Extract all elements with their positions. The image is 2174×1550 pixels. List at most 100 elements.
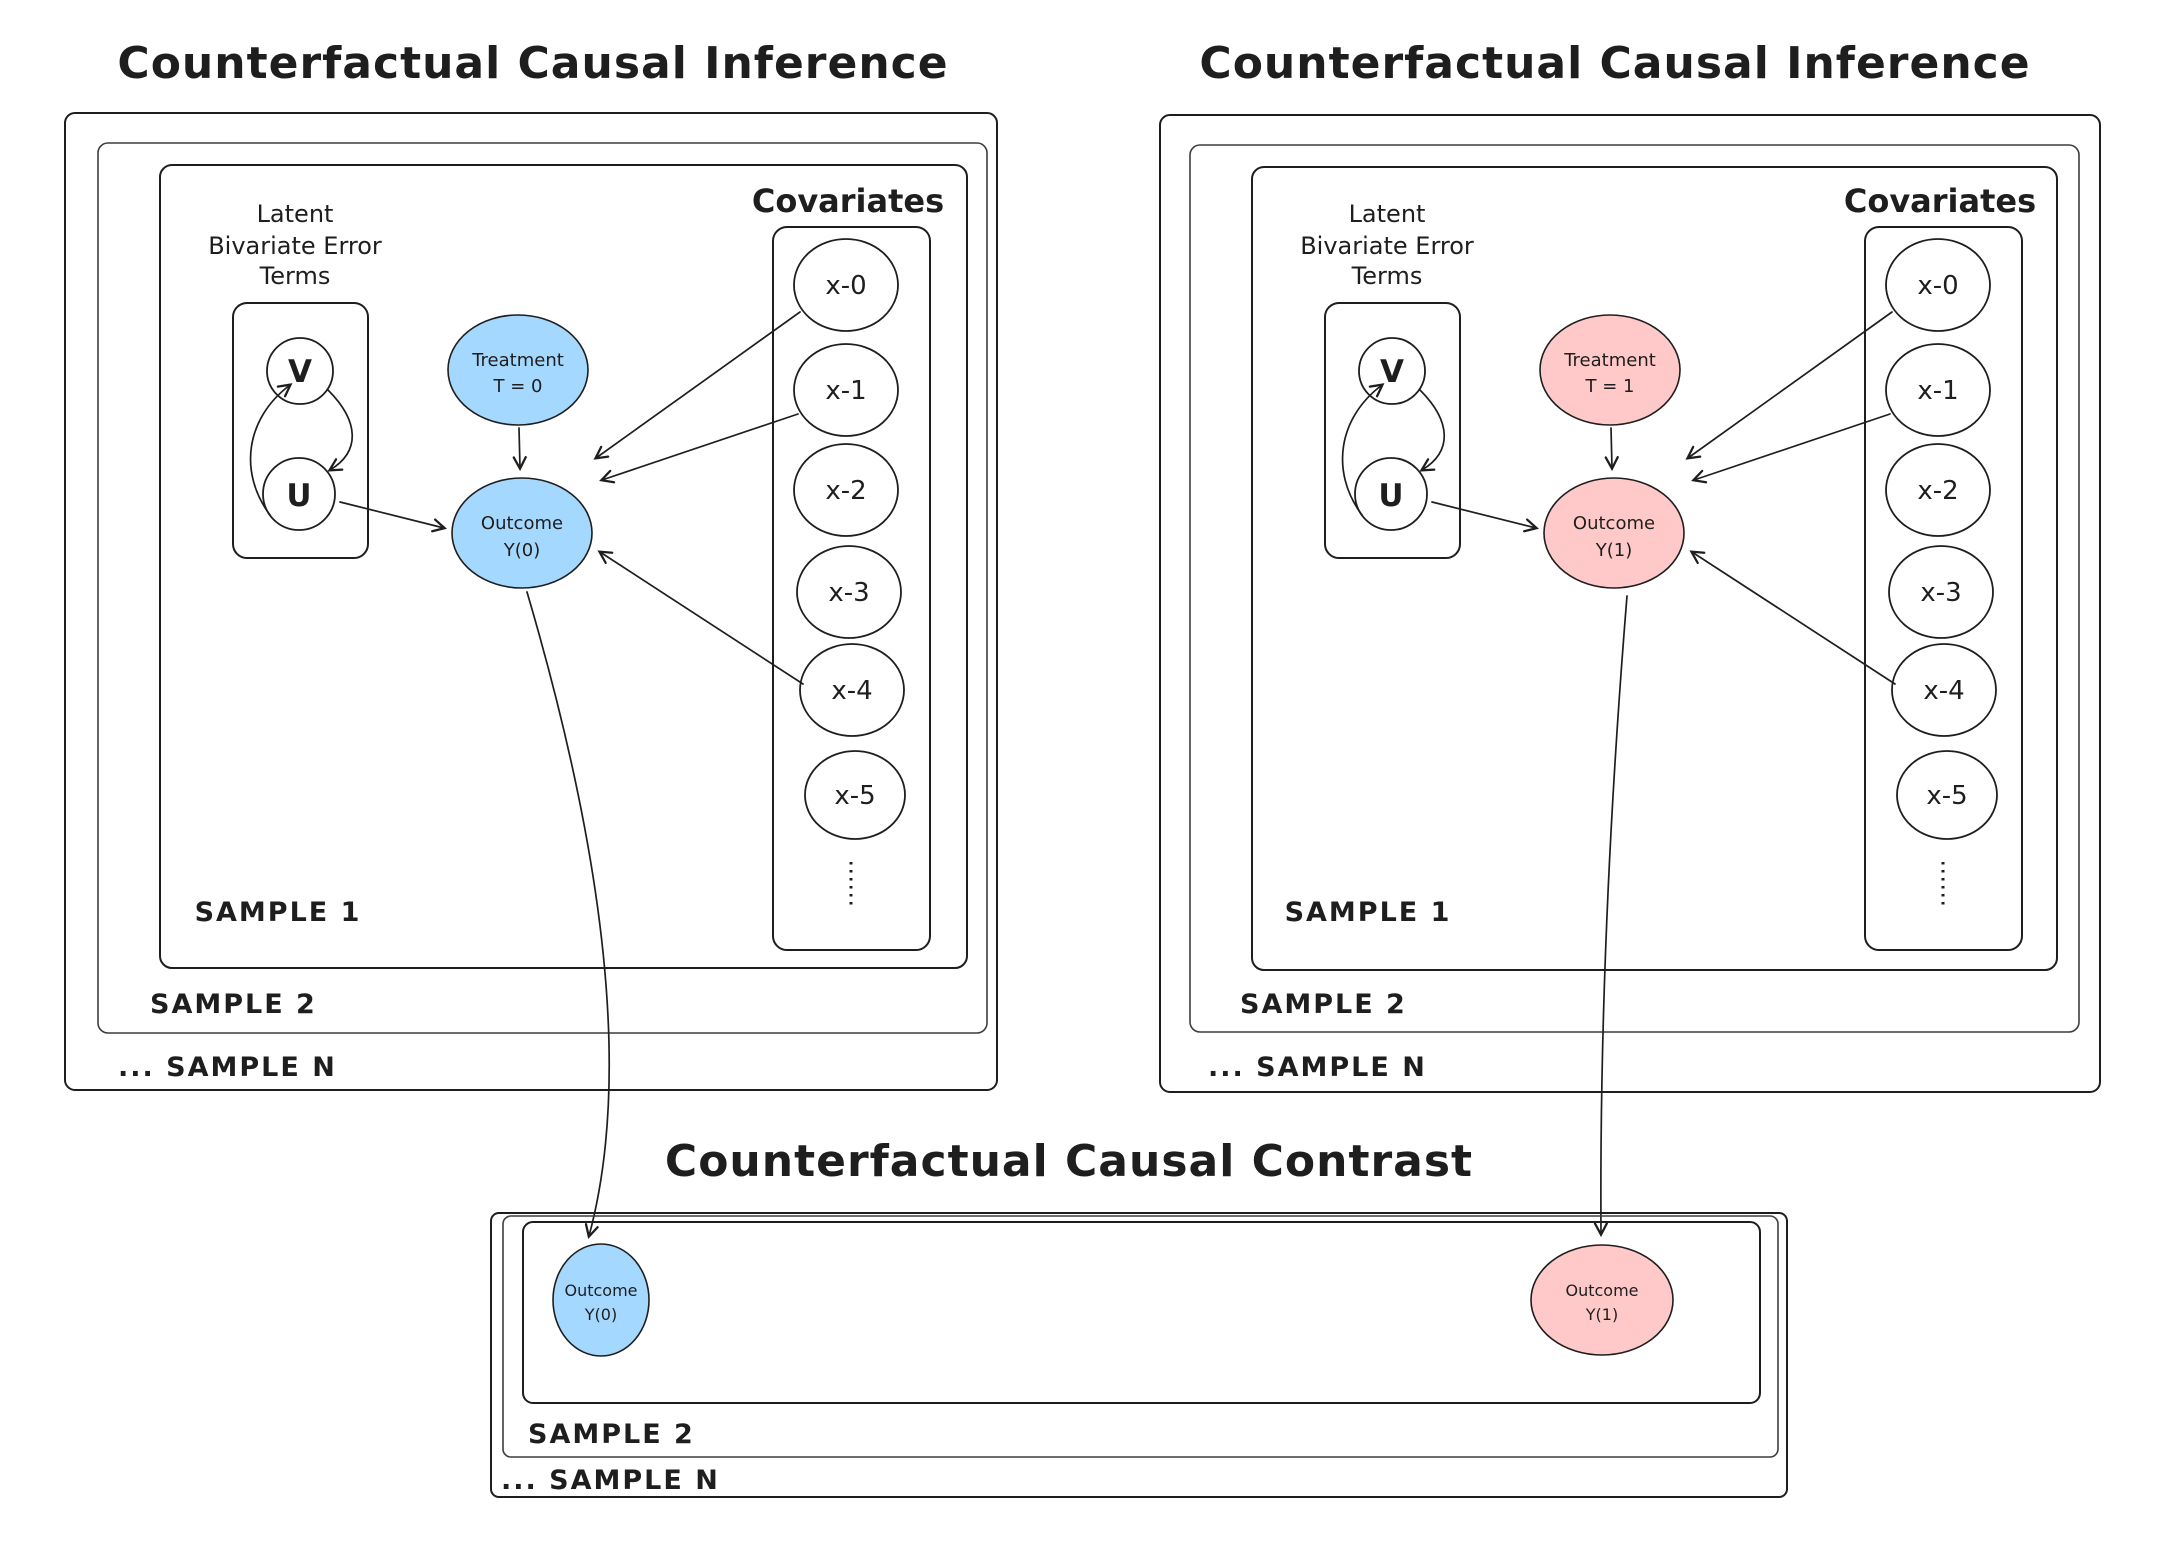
right-node-u-label: U <box>1378 478 1403 514</box>
right-covariates-box <box>1864 226 2023 951</box>
right-outcome-ellipse <box>1543 477 1685 589</box>
right-u-to-v-arrow <box>1341 383 1385 516</box>
left-u-to-outcome-arrow <box>339 501 448 533</box>
left-panel-title: Counterfactual Causal Inference <box>117 38 948 89</box>
left-node-v-label: V <box>288 354 312 390</box>
left-outcome-to-contrast-arrow <box>526 591 611 1239</box>
left-x4-to-outcome-arrow <box>597 550 804 685</box>
left-node-u-label: U <box>286 478 311 514</box>
right-latent-label-line1: Latent <box>1349 200 1426 228</box>
right-covariate-x5-label: x-5 <box>1926 781 1967 811</box>
left-covariate-x2-label: x-2 <box>825 476 866 506</box>
left-covariates-title: Covariates <box>752 182 944 220</box>
left-outcome-label-line2: Y(0) <box>503 540 541 561</box>
left-v-to-u-arrow <box>327 389 353 472</box>
left-covariate-x5-label: x-5 <box>834 781 875 811</box>
bottom-panel: Counterfactual Causal Contrast Outcome Y… <box>490 1136 1788 1498</box>
left-covariate-x2-circle <box>793 443 899 537</box>
left-covariate-x1-circle <box>793 343 899 437</box>
right-covariate-x4-circle <box>1891 643 1997 737</box>
right-x0-to-outcome-arrow <box>1685 311 1893 460</box>
left-covariate-x0-circle <box>793 238 899 332</box>
left-covariate-x1-label: x-1 <box>825 376 866 406</box>
bottom-sample-n-box <box>490 1212 1788 1498</box>
right-covariate-x2-circle <box>1885 443 1991 537</box>
left-covariate-x3-label: x-3 <box>828 578 869 608</box>
right-covariate-x1-label: x-1 <box>1917 376 1958 406</box>
left-treatment-to-outcome-arrow <box>512 427 527 472</box>
left-covariate-x5-circle <box>804 750 906 840</box>
left-sample-2-box <box>97 142 988 1034</box>
left-outcome-ellipse <box>451 477 593 589</box>
bottom-sample-1-box <box>522 1221 1761 1404</box>
right-outcome-label-line1: Outcome <box>1573 513 1655 534</box>
right-covariate-x0-label: x-0 <box>1917 271 1958 301</box>
right-sample-1-box <box>1251 166 2058 971</box>
left-covariate-x4-circle <box>799 643 905 737</box>
left-sample-n-label: ... SAMPLE N <box>118 1052 337 1083</box>
right-x4-to-outcome-arrow <box>1689 550 1896 685</box>
right-sample-n-label: ... SAMPLE N <box>1208 1052 1427 1083</box>
bottom-outcome-y1-label-line1: Outcome <box>1565 1281 1638 1300</box>
left-latent-label-line1: Latent <box>257 200 334 228</box>
right-covariate-x4-label: x-4 <box>1923 676 1964 706</box>
right-treatment-label-line2: T = 1 <box>1585 376 1635 397</box>
bottom-outcome-y0-label-line1: Outcome <box>564 1281 637 1300</box>
left-u-to-v-arrow <box>249 383 293 516</box>
right-latent-label-line3: Terms <box>1351 262 1423 290</box>
left-error-terms-box <box>232 302 369 559</box>
right-node-u-circle <box>1354 457 1428 531</box>
right-treatment-ellipse <box>1539 314 1681 426</box>
bottom-outcome-y0-ellipse <box>552 1243 650 1357</box>
right-covariate-x2-label: x-2 <box>1917 476 1958 506</box>
right-outcome-label-line2: Y(1) <box>1595 540 1633 561</box>
right-node-v-label: V <box>1380 354 1404 390</box>
left-node-u-circle <box>262 457 336 531</box>
left-treatment-label-line1: Treatment <box>471 350 564 371</box>
left-covariate-x0-label: x-0 <box>825 271 866 301</box>
left-x0-to-outcome-arrow <box>593 311 801 460</box>
right-covariates-title: Covariates <box>1844 182 2036 220</box>
right-sample-2-box <box>1189 144 2080 1033</box>
right-covariate-x1-circle <box>1885 343 1991 437</box>
left-sample-1-label: SAMPLE 1 <box>195 897 362 928</box>
left-treatment-label-line2: T = 0 <box>493 376 543 397</box>
left-panel: Counterfactual Causal Inference Latent B… <box>64 38 998 1091</box>
right-sample-2-label: SAMPLE 2 <box>1240 989 1407 1020</box>
left-covariate-x3-circle <box>796 545 902 639</box>
left-sample-n-box <box>64 112 998 1091</box>
right-v-to-u-arrow <box>1419 389 1445 472</box>
left-x1-to-outcome-arrow <box>599 413 799 484</box>
left-latent-label-line3: Terms <box>259 262 331 290</box>
left-outcome-label-line1: Outcome <box>481 513 563 534</box>
bottom-sample-2-label: SAMPLE 2 <box>528 1419 695 1450</box>
right-covariate-x3-label: x-3 <box>1920 578 1961 608</box>
right-covariate-x0-circle <box>1885 238 1991 332</box>
right-error-terms-box <box>1324 302 1461 559</box>
bottom-outcome-y0-label-line2: Y(0) <box>584 1305 617 1324</box>
left-sample-1-box <box>159 164 968 969</box>
right-covariate-x3-circle <box>1888 545 1994 639</box>
right-x1-to-outcome-arrow <box>1691 413 1891 484</box>
bottom-sample-2-box <box>502 1215 1779 1458</box>
right-outcome-to-contrast-arrow <box>1593 595 1628 1238</box>
right-treatment-label-line1: Treatment <box>1563 350 1656 371</box>
right-covariate-x5-circle <box>1896 750 1998 840</box>
bottom-panel-title: Counterfactual Causal Contrast <box>665 1136 1473 1187</box>
left-sample-2-label: SAMPLE 2 <box>150 989 317 1020</box>
right-latent-label-line2: Bivariate Error <box>1300 232 1474 260</box>
right-sample-n-box <box>1159 114 2101 1093</box>
right-panel-title: Counterfactual Causal Inference <box>1199 38 2030 89</box>
right-treatment-to-outcome-arrow <box>1604 427 1619 472</box>
bottom-outcome-y1-ellipse <box>1530 1244 1674 1356</box>
right-panel: Counterfactual Causal Inference Latent B… <box>1159 38 2101 1093</box>
right-u-to-outcome-arrow <box>1431 501 1540 533</box>
bottom-sample-n-label: ... SAMPLE N <box>501 1465 720 1496</box>
bottom-outcome-y1-label-line2: Y(1) <box>1585 1305 1618 1324</box>
left-covariate-x4-label: x-4 <box>831 676 872 706</box>
left-covariates-box <box>772 226 931 951</box>
left-treatment-ellipse <box>447 314 589 426</box>
left-latent-label-line2: Bivariate Error <box>208 232 382 260</box>
